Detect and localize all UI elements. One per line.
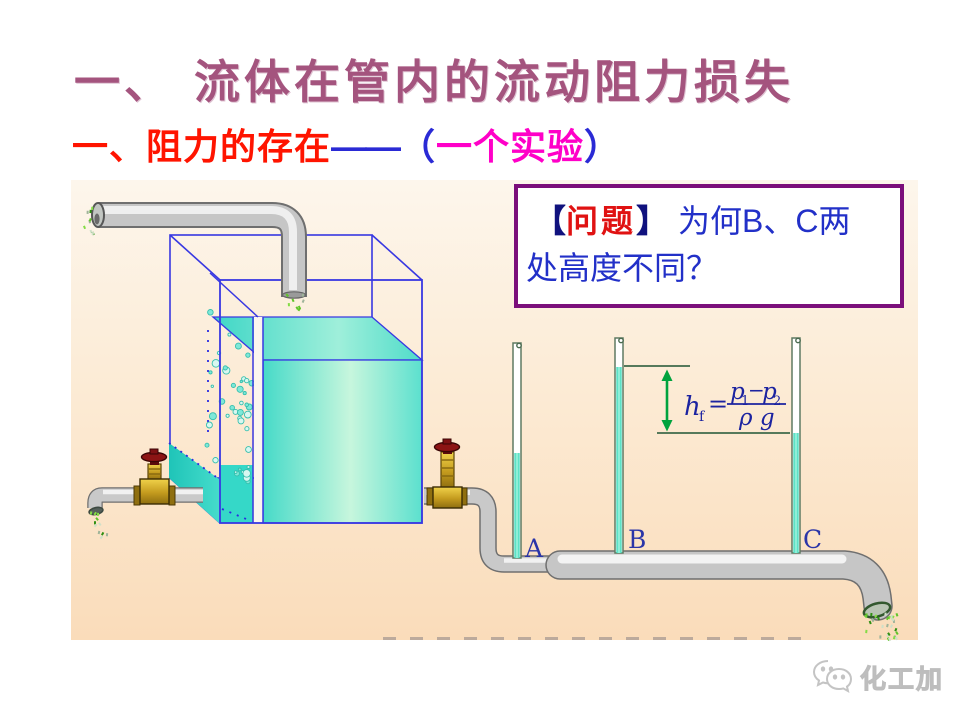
piezometer-tube-c	[791, 337, 801, 554]
piezometer-tube-a	[512, 342, 522, 559]
tube-c-opening	[795, 337, 801, 344]
clipped-watermark-marks	[383, 637, 803, 640]
piezometer-tube-b	[614, 337, 624, 554]
height-difference-arrow	[661, 369, 673, 432]
page-title: 一、 流体在管内的流动阻力损失	[74, 55, 795, 109]
question-callout: 【问题】为何B、C两 处高度不同？	[514, 184, 904, 308]
svg-text:p: p	[762, 379, 777, 405]
tank-front-face	[219, 279, 423, 524]
test-section-pipe	[545, 550, 899, 642]
drain-pipe	[87, 487, 203, 540]
tube-b-water	[616, 367, 622, 553]
outlet-valve	[426, 438, 468, 509]
svg-text:=: =	[708, 390, 728, 418]
tube-b-opening	[618, 337, 624, 344]
svg-text:ρ g: ρ g	[738, 405, 775, 431]
tube-a-water	[514, 453, 520, 558]
question-line-2: 处高度不同？	[526, 250, 719, 286]
drain-outlet	[88, 506, 104, 516]
outlet-water-stream	[864, 612, 899, 642]
subtitle-emphasis: 一个实验	[436, 126, 585, 167]
water-drip-speckles	[89, 511, 109, 540]
paren-close: ）	[584, 126, 622, 167]
overflow-water-side	[169, 443, 219, 523]
svg-text:p: p	[730, 379, 745, 405]
tube-c-label: C	[803, 525, 822, 554]
svg-text:−: −	[748, 378, 765, 402]
svg-text:f: f	[699, 409, 706, 425]
tank-partition	[254, 317, 263, 523]
inflow-pipe	[82, 202, 307, 312]
tube-a-label: A	[524, 534, 544, 563]
water-body	[262, 359, 423, 524]
question-keyword: 问题	[566, 202, 637, 240]
tube-c-water	[793, 433, 799, 553]
inflow-pipe-outlet	[281, 291, 307, 299]
drain-valve	[133, 448, 176, 506]
svg-text:h: h	[684, 392, 701, 422]
svg-text:1: 1	[741, 394, 749, 409]
valve-stem	[440, 451, 455, 489]
valve-body	[432, 486, 463, 509]
valve-stem	[147, 463, 162, 481]
paren-open: （	[399, 126, 437, 167]
svg-text:2: 2	[773, 394, 781, 409]
section-subtitle: 一、阻力的存在——（一个实验）	[72, 118, 621, 170]
bracket-open: 【	[534, 203, 567, 239]
brand-name: 化工加	[859, 663, 945, 694]
water-surface	[211, 316, 424, 361]
question-text-1: 为何B、C两	[678, 203, 851, 239]
valve-body	[139, 478, 170, 505]
tube-b-label: B	[628, 525, 646, 554]
water-tank	[168, 234, 424, 524]
bubble-zone	[204, 309, 256, 485]
dotted-edges	[168, 330, 252, 522]
partition-edges	[209, 272, 264, 523]
brand-watermark: 化工加	[810, 656, 944, 698]
subtitle-dash: ——	[331, 126, 401, 167]
bracket-close: 】	[636, 203, 669, 239]
head-loss-formula: h f = p 1 − p 2 ρ g	[684, 378, 786, 431]
wechat-icon	[812, 660, 853, 693]
head-loss-annotation: h f = p 1 − p 2 ρ g	[624, 365, 790, 434]
question-line-1: 【问题】为何B、C两	[518, 198, 900, 245]
tube-a-opening	[516, 342, 522, 349]
water-drip-speckles	[285, 293, 305, 312]
subtitle-lead: 一、阻力的存在	[72, 126, 332, 167]
water-drip-speckles	[82, 206, 95, 236]
